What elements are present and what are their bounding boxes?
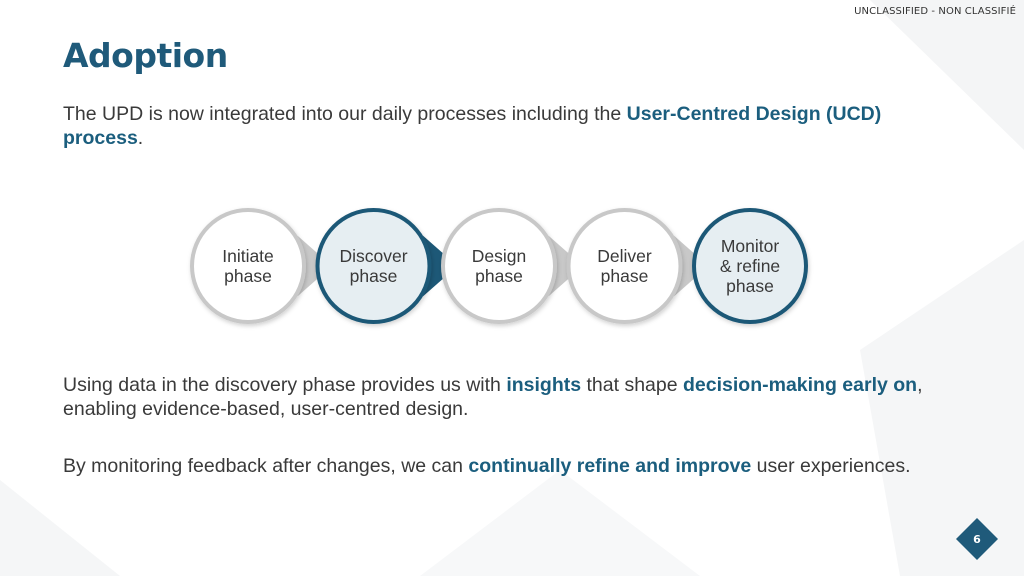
page-title: Adoption [63, 36, 228, 75]
phase-label-line3: phase [726, 276, 774, 296]
phase-label-line2: phase [475, 266, 523, 286]
discovery-paragraph: Using data in the discovery phase provid… [63, 374, 923, 420]
classification-label: UNCLASSIFIED - NON CLASSIFIÉ [854, 6, 1016, 17]
page-number: 6 [973, 532, 981, 546]
intro-paragraph: The UPD is now integrated into our daily… [63, 103, 882, 149]
monitoring-paragraph: By monitoring feedback after changes, we… [63, 455, 911, 477]
phase-label-line1: Initiate [222, 246, 274, 266]
phase-label-line2: phase [349, 266, 398, 286]
page-number-badge: 6 [954, 516, 1000, 562]
phase-label-line2: & refine [719, 256, 781, 276]
phase-label-line1: Discover [339, 246, 408, 266]
phase-label-line2: phase [600, 266, 649, 286]
phase-label-line2: phase [224, 266, 272, 286]
phase-label-line1: Monitor [720, 236, 780, 256]
phase-label-line1: Design [471, 246, 527, 266]
phase-label-line1: Deliver [597, 246, 652, 266]
